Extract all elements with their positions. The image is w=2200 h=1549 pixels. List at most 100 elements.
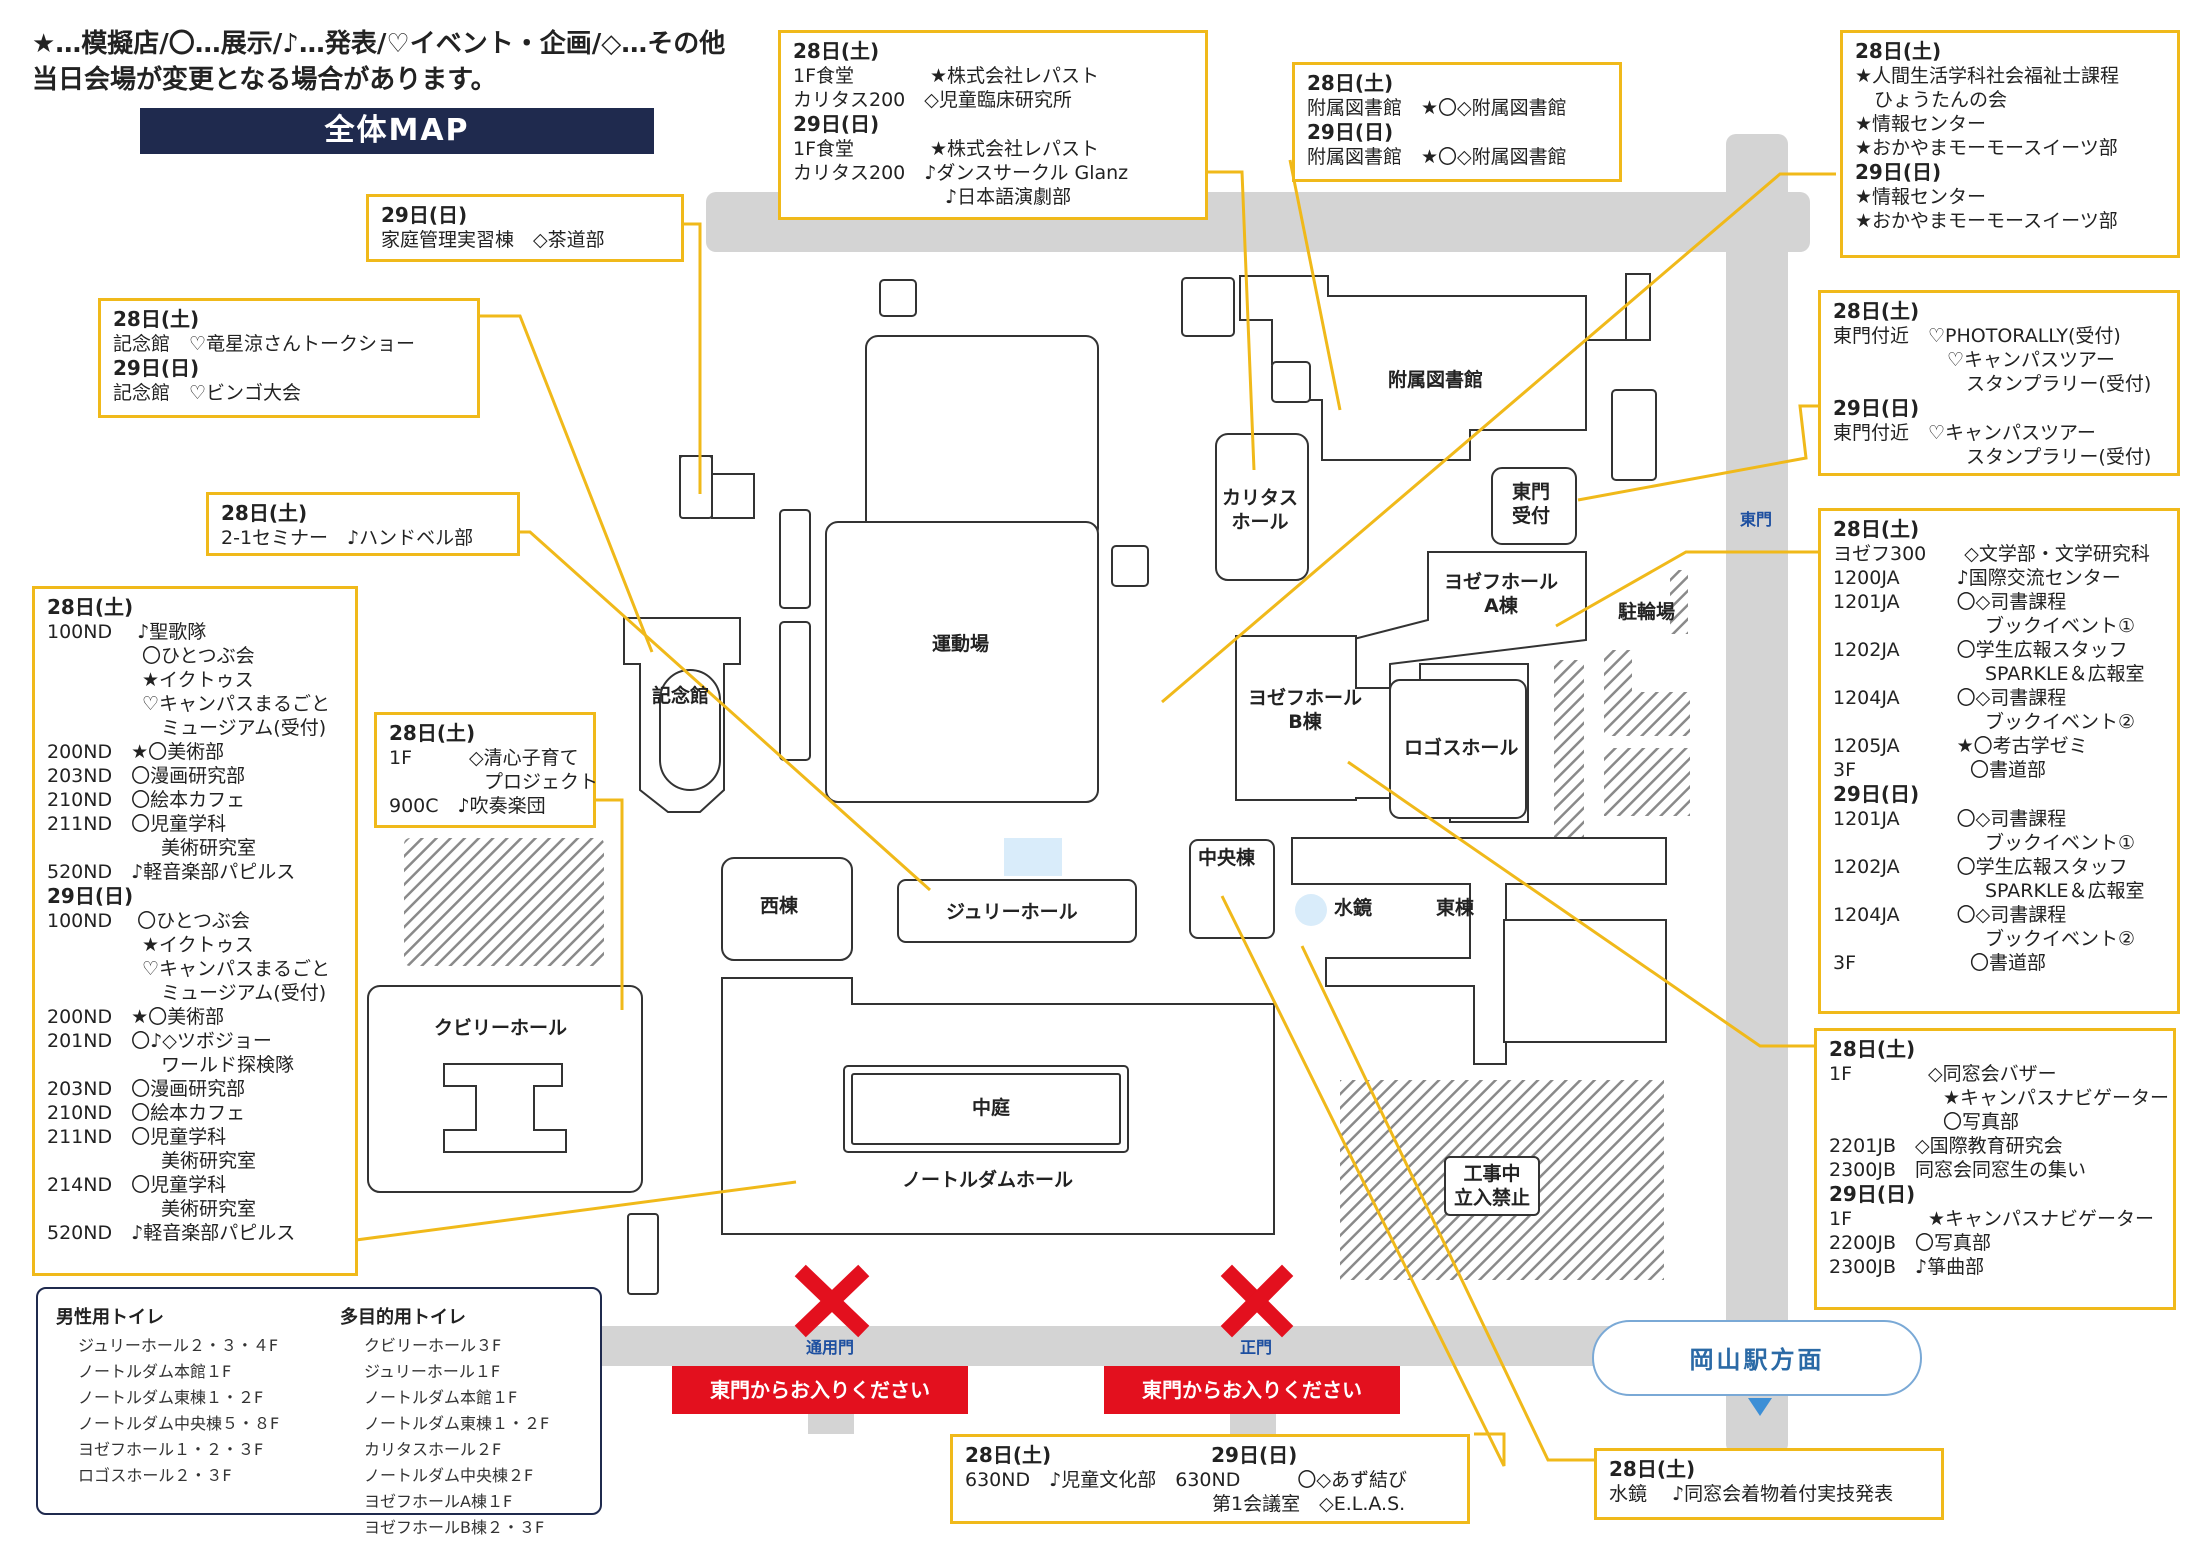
callout-shokudo: 28日(土) 1F食堂 ★株式会社レパスト カリタス200 ◇児童臨床研究所 2… [778,30,1208,220]
building-east [1291,837,1667,1065]
callout-line: スタンプラリー(受付) [1833,446,2152,468]
callout-line: 1205JA ★〇考古学ゼミ [1833,735,2088,757]
callout-line: 1F食堂 ★株式会社レパスト [793,138,1100,160]
label-caritas-hall[interactable]: カリタス ホール [1222,487,1299,533]
building-memorial-wing [659,669,721,791]
callout-line: 1204JA 〇◇司書課程 [1833,904,2067,926]
callout-line: 1201JA 〇◇司書課程 [1833,591,2067,613]
callout-line: ミュージアム(受付) [161,982,327,1004]
callout-line: 1F ◇清心子育て [389,747,579,769]
callout-line: 200ND ★〇美術部 [47,741,225,763]
service-gate-label: 通用門 [806,1338,855,1357]
label-courtyard: 中庭 [972,1097,1011,1119]
callout-line: ワールド探検隊 [161,1054,295,1076]
leader-kaji [682,222,702,494]
callout-line: 2300JB 同窓会同窓生の集い [1829,1159,2086,1181]
map-title: 全体MAP [140,108,654,154]
label-library[interactable]: 附属図書館 [1388,369,1484,391]
small-building-3 [1181,277,1235,337]
label-notre-dame-hall[interactable]: ノートルダムホール [902,1169,1074,1191]
callout-date-heading: 28日(土) [1833,299,1920,323]
callout-cuvilly: 28日(土) 100ND ♪聖歌隊 〇ひとつぶ会 ★イクトゥス ♡キャンパスまる… [32,586,358,1276]
callout-date-heading: 29日(日) [1855,160,1942,184]
callout-line: 203ND 〇漫画研究部 [47,765,246,787]
building-caritas [1215,433,1309,581]
callout-date-heading: 29日(日) [1307,120,1394,144]
callout-line: 記念館 ♡竜星涼さんトークショー [113,333,416,355]
callout-line: 210ND 〇絵本カフェ [47,789,246,811]
callout-line: ♡キャンパスまるごと [142,693,331,715]
callout-line: ブックイベント② [1985,711,2136,733]
label-west-building[interactable]: 西棟 [760,895,799,917]
label-logos-hall[interactable]: ロゴスホール [1404,737,1519,759]
callout-line: 214ND 〇児童学科 [47,1174,227,1196]
road-east [1726,134,1788,1454]
male-toilet-title: 男性用トイレ [56,1307,164,1328]
callout-line: SPARKLE＆広報室 [1985,880,2145,902]
building-narrow-2 [779,621,811,761]
leader-josef [1555,550,1818,628]
leader-library [1288,159,1342,411]
callout-line: ★イクトゥス [142,934,254,956]
callout-line: 美術研究室 [161,1198,257,1220]
male-toilet-list: ジュリーホール２・３・４F ノートルダム本館１F ノートルダム東棟１・２F ノー… [78,1336,280,1485]
callout-line: 211ND 〇児童学科 [47,1126,227,1148]
callout-date-heading: 28日(土) [1829,1037,1916,1061]
building-cuvilly-inner [443,1063,567,1153]
callout-line: ブックイベント② [1985,928,2136,950]
label-central-building[interactable]: 中央棟 [1198,847,1256,869]
callout-line: 美術研究室 [161,837,257,859]
leader-water-mirror [1300,945,1594,1462]
building-east-reception [1491,467,1577,545]
leader-east-stalls [1161,172,1836,704]
label-cuvilly-hall[interactable]: クビリーホール [434,1017,568,1039]
callout-line: 200ND ★〇美術部 [47,1006,225,1028]
callout-date-heading: 28日(土) 29日(日) [965,1443,1298,1467]
callout-line: プロジェクト [484,771,599,793]
callout-line: 東門付近 ♡PHOTORALLY(受付) [1833,325,2121,347]
label-josef-hall-a[interactable]: ヨゼフホール A棟 [1444,571,1559,617]
callout-line: ミュージアム(受付) [161,717,327,739]
callout-date-heading: 28日(土) [1833,517,1920,541]
building-kaji-block [679,455,713,519]
callout-line: 1200JA ♪国際交流センター [1833,567,2121,589]
label-construction-area: 工事中 立入禁止 [1444,1156,1541,1216]
building-central [1189,839,1275,939]
label-water-mirror[interactable]: 水鏡 [1334,897,1373,919]
building-east-lower [1503,919,1667,1043]
label-east-building[interactable]: 東棟 [1436,897,1475,919]
small-building-1 [879,279,917,317]
water-mirror-marker [1295,894,1327,926]
callout-line: ブックイベント① [1985,832,2136,854]
callout-line: 1F ◇同窓会バザー [1829,1063,2057,1085]
multipurpose-toilet-list: クビリーホール３F ジュリーホール１F ノートルダム本館１F ノートルダム東棟１… [364,1336,550,1537]
callout-date-heading: 29日(日) [381,203,468,227]
callout-kinenkan: 28日(土) 記念館 ♡竜星涼さんトークショー 29日(日) 記念館 ♡ビンゴ大… [98,298,480,418]
callout-line: 水鏡 ♪同窓会着物着付実技発表 [1609,1483,1894,1505]
label-julie-hall[interactable]: ジュリーホール [946,901,1078,923]
building-large-north [865,335,1099,541]
callout-line: 3F 〇書道部 [1833,759,2047,781]
callout-line: 家庭管理実習棟 ◇茶道部 [381,229,605,251]
leader-kinenkan [476,314,654,653]
callout-line: ★情報センター [1855,186,1987,208]
callout-line: ★イクトゥス [142,669,254,691]
main-gate-label: 正門 [1240,1338,1273,1357]
building-sports-ground [825,521,1099,803]
callout-date-heading: 29日(日) [1833,396,1920,420]
callout-line: 203ND 〇漫画研究部 [47,1078,246,1100]
hatched-l-shape [1604,650,1690,736]
leader-bottom-center [1220,895,1506,1467]
callout-line: 2300JB ♪箏曲部 [1829,1256,1985,1278]
callout-line: 520ND ♪軽音楽部パピルス [47,861,296,883]
leader-photorally [1577,404,1818,502]
label-memorial-hall[interactable]: 記念館 [652,685,710,707]
label-east-gate-reception[interactable]: 東門 受付 [1512,481,1551,527]
label-josef-hall-b[interactable]: ヨゼフホール B棟 [1248,687,1363,733]
callout-date-heading: 28日(土) [47,595,134,619]
east-gate-label: 東門 [1740,510,1773,529]
leader-seminar [516,530,932,892]
callout-date-heading: 29日(日) [113,356,200,380]
callout-line: 1202JA 〇学生広報スタッフ [1833,856,2128,878]
callout-kaji: 29日(日) 家庭管理実習棟 ◇茶道部 [366,194,684,262]
